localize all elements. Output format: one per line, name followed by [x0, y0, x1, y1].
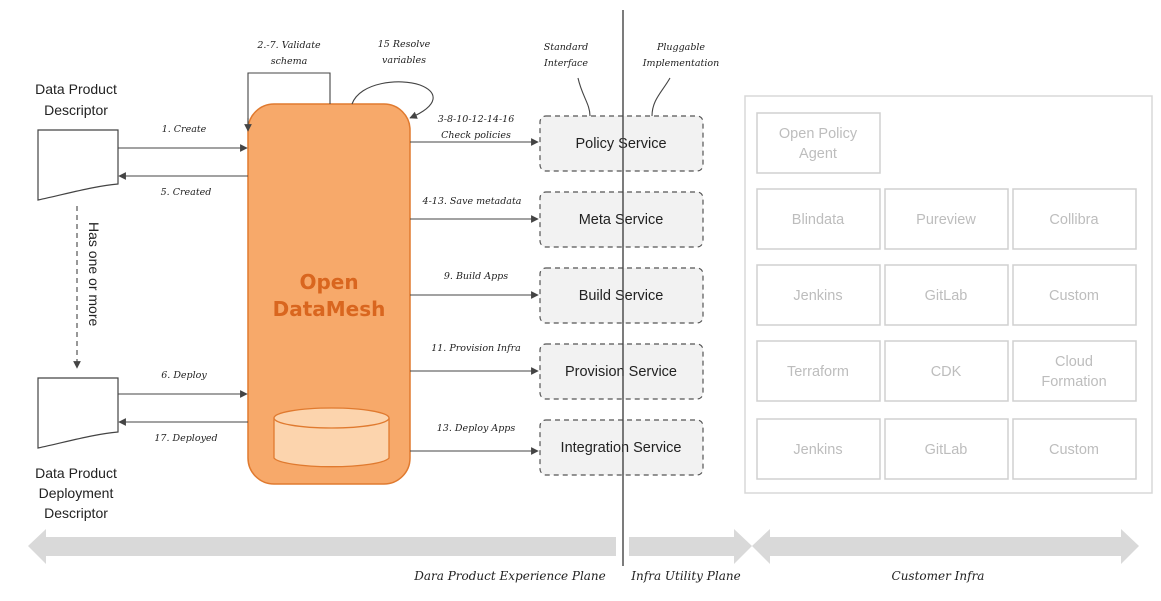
svg-text:Implementation: Implementation [642, 58, 719, 69]
resolve-loop [351, 81, 434, 119]
tool-box-collibra: Collibra [1012, 188, 1137, 250]
svg-text:9. Build Apps: 9. Build Apps [444, 271, 508, 282]
svg-text:3-8-10-12-14-16: 3-8-10-12-14-16 [438, 114, 515, 125]
experience-plane-arrow [28, 529, 616, 564]
svg-text:Pluggable: Pluggable [656, 42, 705, 53]
svg-text:variables: variables [382, 55, 426, 66]
tool-box-jenkins-build: Jenkins [756, 264, 881, 326]
svg-text:13. Deploy Apps: 13. Deploy Apps [437, 423, 516, 434]
customer-infra-arrow [752, 529, 1139, 564]
svg-text:Blindata: Blindata [792, 212, 845, 228]
tool-box-cloud-formation: Cloud Formation [1012, 340, 1137, 402]
svg-text:Policy Service: Policy Service [575, 136, 666, 152]
svg-text:Pureview: Pureview [916, 212, 976, 228]
svg-text:15 Resolve: 15 Resolve [378, 39, 431, 50]
svg-text:Collibra: Collibra [1049, 212, 1099, 228]
svg-text:Provision Service: Provision Service [565, 364, 677, 380]
svg-text:Open Policy: Open Policy [779, 126, 858, 142]
svg-text:Check policies: Check policies [441, 130, 511, 141]
svg-text:Cloud: Cloud [1055, 354, 1093, 370]
svg-text:Jenkins: Jenkins [793, 442, 842, 458]
svg-text:Meta Service: Meta Service [579, 212, 664, 228]
service-box-build: Build Service [539, 267, 704, 324]
tool-box-gitlab-build: GitLab [884, 264, 1009, 326]
svg-text:11. Provision Infra: 11. Provision Infra [431, 343, 521, 354]
core-name-line1: Open [299, 270, 358, 294]
svg-text:6. Deploy: 6. Deploy [161, 370, 207, 381]
descriptor-document-icon [37, 129, 119, 201]
utility-plane-arrow [629, 529, 752, 564]
svg-text:Formation: Formation [1041, 374, 1106, 390]
service-box-policy: Policy Service [539, 115, 704, 172]
svg-text:Data Product: Data Product [35, 465, 117, 481]
svg-text:Jenkins: Jenkins [793, 288, 842, 304]
svg-text:GitLab: GitLab [925, 442, 968, 458]
svg-text:2.-7. Validate: 2.-7. Validate [256, 40, 321, 51]
tool-box-gitlab-integration: GitLab [884, 418, 1009, 480]
has-one-or-more-label: Has one or more [86, 222, 102, 326]
svg-text:4-13. Save metadata: 4-13. Save metadata [422, 196, 522, 207]
core-name-line2: DataMesh [273, 297, 386, 321]
standard-interface-pointer [577, 77, 591, 117]
pluggable-implementation-pointer [651, 77, 671, 117]
svg-text:17. Deployed: 17. Deployed [154, 433, 217, 444]
svg-text:Interface: Interface [543, 58, 588, 69]
svg-text:CDK: CDK [931, 364, 962, 380]
svg-text:Descriptor: Descriptor [44, 505, 108, 521]
deployment-descriptor-document-icon [37, 377, 119, 449]
tool-box-blindata: Blindata [756, 188, 881, 250]
database-icon [273, 407, 390, 468]
svg-text:Custom: Custom [1049, 288, 1099, 304]
utility-plane-label: Infra Utility Plane [630, 569, 740, 583]
svg-text:schema: schema [271, 56, 308, 67]
validate-loop [247, 72, 331, 130]
tool-box-open-policy-agent: Open Policy Agent [756, 112, 881, 174]
svg-text:Standard: Standard [544, 42, 588, 53]
tool-box-terraform: Terraform [756, 340, 881, 402]
tool-box-pureview: Pureview [884, 188, 1009, 250]
tool-box-cdk: CDK [884, 340, 1009, 402]
svg-text:Build Service: Build Service [579, 288, 664, 304]
service-box-integration: Integration Service [539, 419, 704, 476]
tool-box-jenkins-integration: Jenkins [756, 418, 881, 480]
descriptor-label-line2: Descriptor [44, 102, 108, 118]
svg-text:1. Create: 1. Create [162, 124, 207, 135]
svg-text:Agent: Agent [799, 146, 837, 162]
descriptor-label-line1: Data Product [35, 81, 117, 97]
svg-text:Integration Service: Integration Service [561, 440, 682, 456]
svg-text:Custom: Custom [1049, 442, 1099, 458]
tool-box-custom-build: Custom [1012, 264, 1137, 326]
service-box-meta: Meta Service [539, 191, 704, 248]
tool-box-custom-integration: Custom [1012, 418, 1137, 480]
open-datamesh-core [247, 103, 411, 485]
svg-text:5. Created: 5. Created [161, 187, 212, 198]
service-box-provision: Provision Service [539, 343, 704, 400]
experience-plane-label: Dara Product Experience Plane [413, 569, 606, 583]
svg-text:GitLab: GitLab [925, 288, 968, 304]
customer-infra-label: Customer Infra [892, 569, 985, 583]
svg-text:Deployment: Deployment [39, 485, 114, 501]
svg-text:Terraform: Terraform [787, 364, 849, 380]
